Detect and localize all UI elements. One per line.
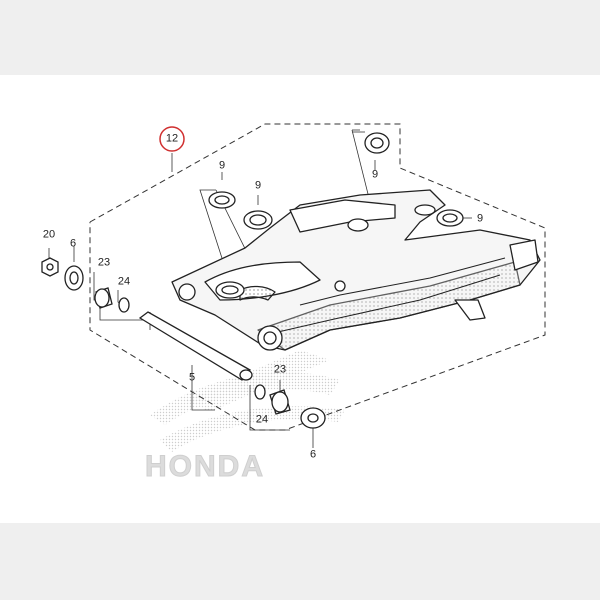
callout-6: 6 bbox=[309, 448, 317, 461]
callout-9: 9 bbox=[476, 212, 484, 225]
callout-6: 6 bbox=[69, 237, 77, 250]
part-pivot-shaft bbox=[138, 311, 253, 381]
callout-24: 24 bbox=[117, 275, 131, 288]
callout-24: 24 bbox=[255, 413, 269, 426]
swingarm-body bbox=[171, 189, 541, 351]
honda-watermark-text: HONDA bbox=[145, 450, 365, 484]
callout-23: 23 bbox=[273, 363, 287, 376]
callout-9: 9 bbox=[254, 179, 262, 192]
callout-20: 20 bbox=[42, 228, 56, 241]
callout-5: 5 bbox=[188, 371, 196, 384]
callout-9: 9 bbox=[371, 168, 379, 181]
part-nut-and-washer bbox=[41, 257, 84, 291]
callout-23: 23 bbox=[97, 256, 111, 269]
part-pivot-seals bbox=[208, 132, 464, 230]
top-margin-band bbox=[0, 0, 600, 75]
honda-wing-watermark bbox=[150, 350, 345, 452]
callout-ring bbox=[159, 126, 185, 152]
bottom-margin-band bbox=[0, 523, 600, 600]
brand-text: HONDA bbox=[145, 450, 265, 484]
callout-9: 9 bbox=[218, 159, 226, 172]
part-bushings-right bbox=[254, 384, 326, 429]
part-bushings-left bbox=[94, 287, 130, 313]
callout-12: 12 bbox=[165, 132, 179, 145]
